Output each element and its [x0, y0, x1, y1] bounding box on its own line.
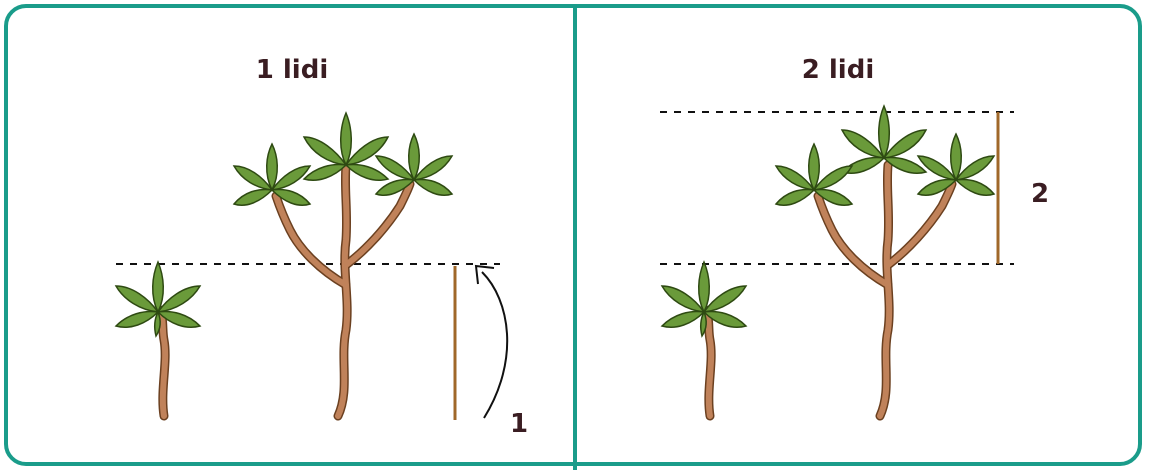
- panel-1-arrow: [481, 271, 509, 419]
- panel-2-measure-label: 2: [1031, 179, 1049, 209]
- panel-1-measure-label: 1: [510, 409, 528, 439]
- panel-2-title: 2 lidi: [802, 55, 875, 85]
- panel-1-title: 1 lidi: [256, 55, 329, 85]
- panel-2-small-plant: [660, 260, 748, 421]
- panel-1-arrow-head: [474, 264, 495, 285]
- panel-1-small-plant: [114, 260, 202, 421]
- panel-2-tall-plant: [774, 104, 996, 421]
- panel-1-tall-plant: [232, 111, 454, 421]
